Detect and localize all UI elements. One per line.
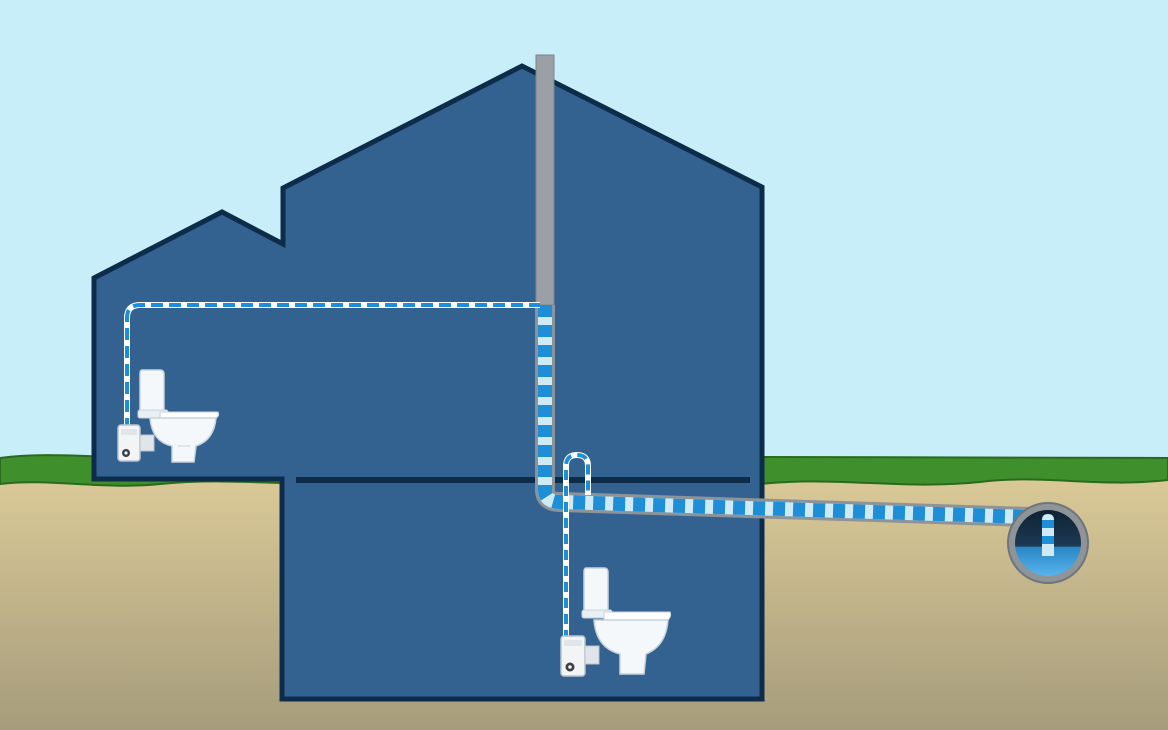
macerator-pump-upper-icon xyxy=(117,424,155,462)
sewer-manhole-icon xyxy=(1007,502,1089,584)
toilet-lower-icon xyxy=(581,567,672,675)
lower-discharge-stripes xyxy=(564,453,590,640)
macerator-pump-lower-icon xyxy=(560,635,600,677)
main-drain-stripes xyxy=(538,305,1055,556)
vent-stack xyxy=(535,54,555,306)
toilet-upper-icon xyxy=(137,369,220,463)
upper-discharge-stripes xyxy=(125,303,540,430)
house xyxy=(91,63,765,702)
